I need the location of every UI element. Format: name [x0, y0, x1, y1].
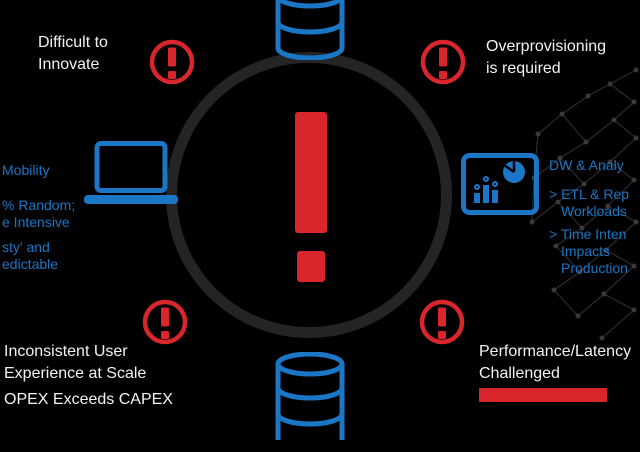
warning-icon-top-right — [417, 36, 469, 88]
callout-line: Performance/Latency — [479, 343, 632, 360]
warning-icon-bottom-left — [139, 296, 191, 348]
callout-top-left: Difficult to Innovate — [38, 32, 108, 76]
left-text-line: e Intensive — [2, 214, 70, 230]
right-text-line: > ETL & Rep — [549, 186, 630, 202]
database-top-icon — [274, 0, 346, 60]
database-bottom-icon — [274, 352, 346, 452]
right-text-line: Impacts — [561, 243, 611, 259]
left-text-line: Mobility — [2, 162, 50, 178]
center-exclamation-dot — [297, 251, 325, 282]
callout-line: is required — [486, 60, 561, 77]
callout-line: Experience at Scale — [4, 365, 147, 382]
slide-canvas: { "slide": { "theme_colors": { "backgrou… — [0, 0, 640, 440]
callout-bottom-left: Inconsistent User Experience at Scale OP… — [4, 341, 173, 411]
callout-line: Overprovisioning — [486, 38, 607, 55]
laptop-icon — [84, 141, 178, 207]
warning-icon-top-left — [146, 36, 198, 88]
right-text-title: DW & Analy — [549, 157, 624, 173]
analytics-chart-icon — [461, 153, 539, 216]
right-text-line: Workloads — [561, 203, 627, 219]
left-text-line: % Random; — [2, 197, 76, 213]
left-text-line: edictable — [2, 256, 59, 272]
warning-icon-bottom-right — [416, 296, 468, 348]
callout-line: Difficult to — [38, 34, 108, 51]
right-text-line: Production — [561, 260, 628, 276]
network-pattern — [498, 62, 640, 348]
left-text-line: sty' and — [2, 239, 50, 255]
callout-line: Innovate — [38, 56, 100, 73]
callout-line: Challenged — [479, 365, 560, 382]
callout-top-right: Overprovisioning is required — [486, 36, 606, 80]
callout-bottom-right: Performance/Latency Challenged — [479, 341, 631, 385]
highlighted-text-bar — [479, 388, 607, 402]
callout-line: Inconsistent User — [4, 343, 128, 360]
center-exclamation-icon — [295, 112, 327, 233]
callout-line-clipped: OPEX Exceeds CAPEX — [4, 391, 173, 408]
right-text-line: > Time Inten — [549, 226, 627, 242]
